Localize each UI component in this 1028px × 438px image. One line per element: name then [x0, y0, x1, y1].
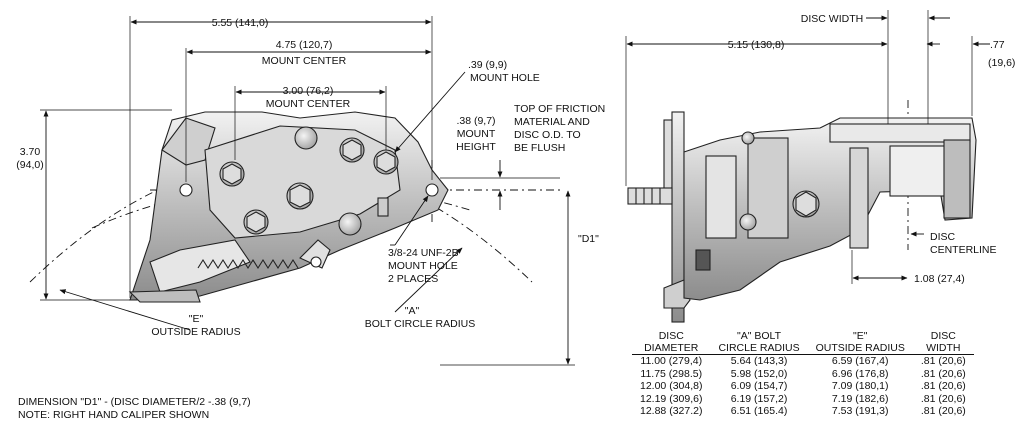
friction-note-4: BE FLUSH — [514, 142, 565, 154]
dim-height: 3.70 — [20, 146, 41, 158]
table-cell: 6.59 (167,4) — [831, 355, 889, 367]
centerline-label: CENTERLINE — [930, 244, 997, 256]
front-view — [29, 16, 575, 366]
table-cell: 6.96 (176,8) — [831, 367, 889, 380]
caliper-body-front — [128, 111, 449, 303]
dim-mount-center-outer: 4.75 (120,7) — [276, 39, 333, 51]
e-desc: OUTSIDE RADIUS — [151, 326, 240, 338]
note-right-hand: NOTE: RIGHT HAND CALIPER SHOWN — [18, 409, 210, 421]
table-cell: 7.19 (182,6) — [831, 392, 889, 405]
mount-hole-left — [179, 183, 193, 197]
bolts — [179, 126, 439, 236]
disc-label: DISC — [930, 231, 956, 243]
mount-height-dim: .38 (9,7) — [456, 115, 495, 127]
table-cell: .81 (20,6) — [920, 380, 966, 393]
table-cell: .81 (20,6) — [920, 367, 966, 380]
e-label: "E" — [189, 313, 204, 325]
table-cell: 6.09 (154,7) — [730, 380, 788, 393]
table-cell: .81 (20,6) — [920, 405, 966, 418]
table-cell: 12.88 (327.2) — [640, 405, 703, 418]
table-cell: .81 (20,6) — [920, 392, 966, 405]
d1-label: "D1" — [578, 233, 599, 245]
table-row: 11.75 (298.5) 5.98 (152,0) 6.96 (176,8) … — [632, 368, 974, 381]
header-outside-radius: "E"OUTSIDE RADIUS — [807, 330, 913, 355]
mount-height-label-1: MOUNT — [457, 128, 496, 140]
dim-height-mm: (94,0) — [16, 159, 43, 171]
dim-center-offset: 1.08 (27,4) — [914, 273, 965, 285]
dim-length: 5.15 (130,8) — [728, 39, 785, 51]
thread-note-3: 2 PLACES — [388, 273, 438, 285]
friction-note-3: DISC O.D. TO — [514, 129, 581, 141]
table-cell: 7.53 (191,3) — [831, 405, 889, 418]
table-cell: 5.64 (143,3) — [730, 355, 788, 367]
table-cell: .81 (20,6) — [920, 355, 966, 367]
table-cell: 11.00 (279,4) — [640, 355, 703, 367]
dim-mount-center-inner-label: MOUNT CENTER — [266, 98, 351, 110]
table-cell: 11.75 (298.5) — [640, 367, 703, 380]
thread-note-1: 3/8-24 UNF-2B — [388, 247, 459, 259]
mount-height-label-2: HEIGHT — [456, 141, 496, 153]
table-row: 12.00 (304,8) 6.09 (154,7) 7.09 (180,1) … — [632, 380, 974, 393]
table-cell: 12.19 (309,6) — [640, 392, 703, 405]
friction-note-1: TOP OF FRICTION — [514, 103, 605, 115]
note-d1-dimension: DIMENSION "D1" - (DISC DIAMETER/2 -.38 (… — [18, 396, 251, 408]
table-row: 11.00 (279,4) 5.64 (143,3) 6.59 (167,4) … — [632, 355, 974, 368]
friction-note-2: MATERIAL AND — [514, 116, 590, 128]
dim-offset-in: .77 — [990, 39, 1005, 51]
table-row: 12.88 (327.2) 6.51 (165.4) 7.53 (191,3) … — [632, 405, 974, 418]
dim-offset-mm: (19,6) — [988, 57, 1015, 69]
dim-mount-center-inner: 3.00 (76,2) — [283, 85, 334, 97]
dim-mount-center-outer-label: MOUNT CENTER — [262, 55, 347, 67]
a-desc: BOLT CIRCLE RADIUS — [365, 318, 475, 330]
table-cell: 6.19 (157,2) — [730, 392, 788, 405]
mount-hole-label: MOUNT HOLE — [470, 72, 540, 84]
table-row: 12.19 (309,6) 6.19 (157,2) 7.19 (182,6) … — [632, 393, 974, 406]
a-label: "A" — [405, 305, 420, 317]
table-cell: 7.09 (180,1) — [831, 380, 889, 393]
dim-overall-width: 5.55 (141,0) — [212, 17, 269, 29]
outside-radius-arc — [29, 160, 533, 283]
table-cell: 6.51 (165.4) — [730, 405, 788, 418]
spring — [197, 258, 299, 270]
mount-hole-dim: .39 (9,9) — [468, 59, 507, 71]
mount-hole-right — [425, 183, 439, 197]
side-view — [625, 10, 990, 323]
table-cell: 12.00 (304,8) — [640, 380, 703, 393]
disc-width-label: DISC WIDTH — [801, 13, 863, 25]
table-cell: 5.98 (152,0) — [730, 367, 788, 380]
thread-note-2: MOUNT HOLE — [388, 260, 458, 272]
